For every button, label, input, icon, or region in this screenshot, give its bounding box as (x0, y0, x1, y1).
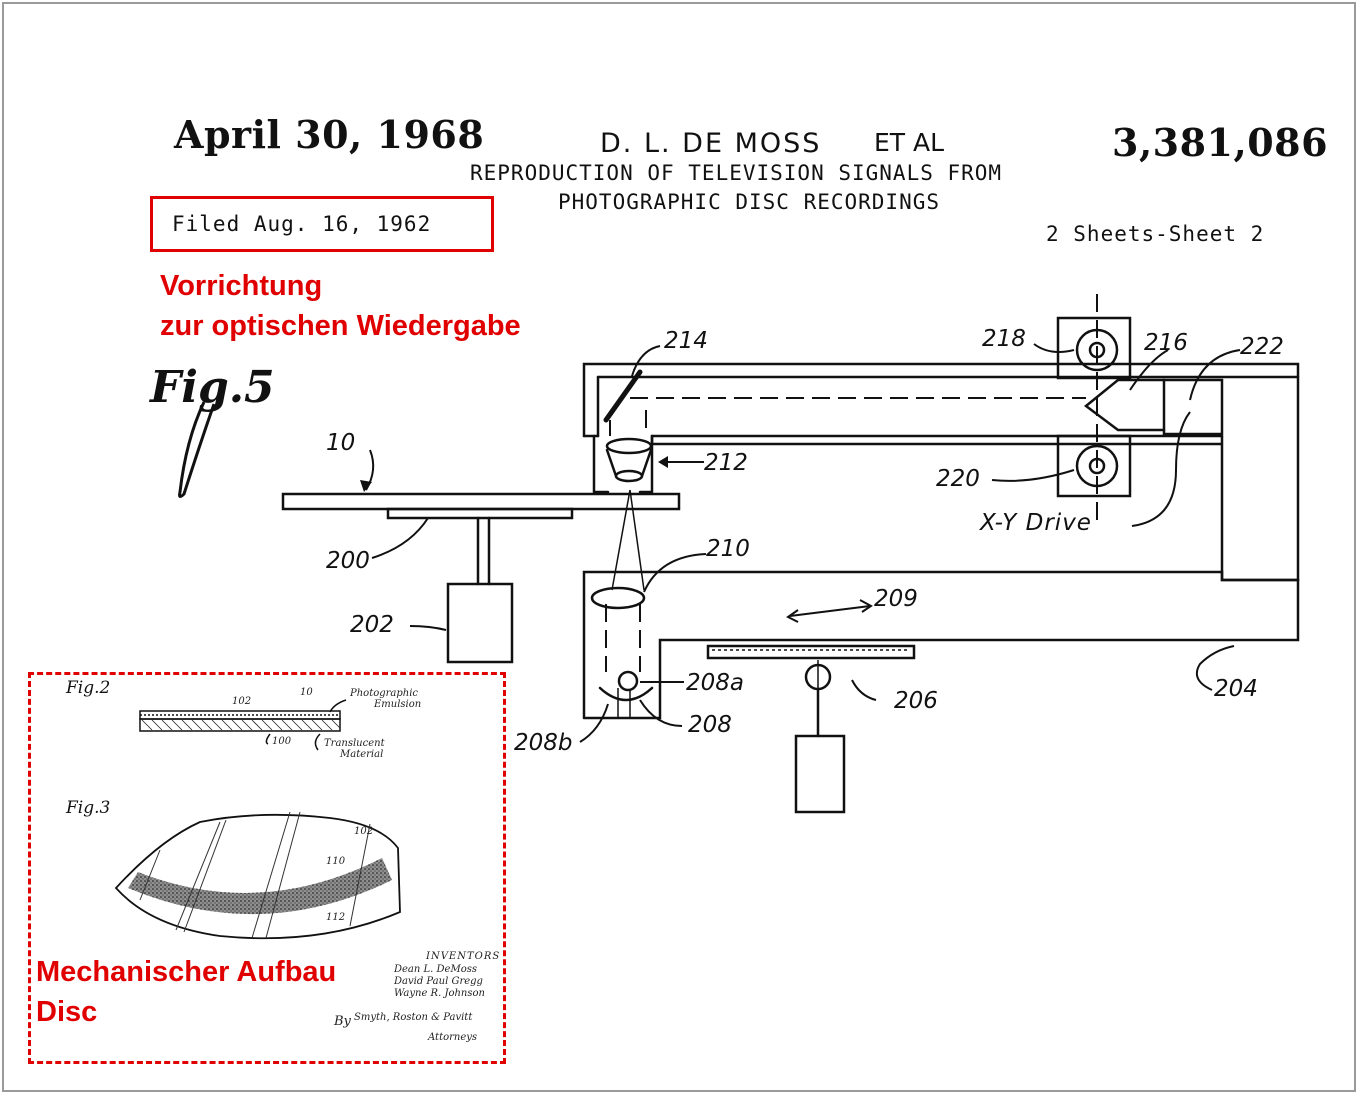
arrow-209 (789, 605, 871, 617)
label-208: 208 (688, 712, 732, 738)
leader-208b (579, 703, 609, 743)
label-10: 10 (326, 430, 356, 456)
leader-xy-drive (1131, 411, 1191, 527)
fig2-label-102: 102 (232, 696, 252, 707)
label-204: 204 (1214, 676, 1258, 702)
fig5-title: Fig.5 (150, 362, 275, 413)
motor-202 (446, 582, 514, 664)
leader-206 (851, 679, 877, 701)
leader-222 (1189, 349, 1241, 401)
fig2-label-100: 100 (272, 736, 292, 747)
optical-label-line-1: Vorrichtung (160, 270, 323, 302)
label-208b: 208b (514, 730, 573, 756)
leader-210 (643, 553, 707, 593)
optical-label-line-2: zur optischen Wiedergabe (160, 310, 521, 342)
label-212: 212 (704, 450, 748, 476)
fig2-emulsion-line-1: Photographic (350, 688, 419, 699)
label-209: 209 (874, 586, 918, 612)
drive-block-220 (1056, 434, 1132, 498)
lens-housing-212 (592, 434, 654, 494)
patent-number: 3,381,086 (1112, 120, 1329, 165)
fig2-label-10: 10 (300, 687, 313, 698)
lens-upper (605, 437, 653, 455)
fig2-title: Fig.2 (66, 678, 111, 698)
fig3-title: Fig.3 (66, 798, 111, 818)
mechanical-label-line-1: Mechanischer Aufbau (36, 956, 337, 988)
label-202: 202 (350, 612, 394, 638)
photocell-208a (617, 670, 639, 692)
filed-date: Filed Aug. 16, 1962 (172, 212, 432, 236)
leader-218 (1033, 343, 1075, 353)
label-210: 210 (706, 536, 750, 562)
sheet-info: 2 Sheets-Sheet 2 (1046, 222, 1265, 246)
fig2-translucent-line-2: Material (340, 749, 384, 760)
leader-202 (409, 625, 447, 631)
light-cone (611, 489, 645, 591)
leader-220 (991, 469, 1075, 482)
attorney-firm: Smyth, Roston & Pavitt (354, 1012, 473, 1023)
inventor-name: D. L. DE MOSS (600, 128, 822, 159)
fig2-drawing (139, 699, 347, 751)
fig3-label-102: 102 (354, 826, 374, 837)
label-220: 220 (936, 466, 980, 492)
inventor-2: David Paul Gregg (394, 976, 483, 987)
attorneys-label: Attorneys (428, 1032, 478, 1043)
light-source-222 (1162, 378, 1224, 436)
carriage-motor (794, 734, 846, 814)
title-line-1: REPRODUCTION OF TELEVISION SIGNALS FROM (470, 161, 1003, 185)
fig3-drawing (114, 811, 401, 940)
photocell-208b (598, 686, 654, 702)
fig2-emulsion-line-2: Emulsion (374, 699, 422, 710)
patent-date: April 30, 1968 (174, 112, 485, 157)
label-208a: 208a (686, 670, 744, 696)
label-206: 206 (894, 688, 938, 714)
inventor-3: Wayne R. Johnson (394, 988, 485, 999)
lower-arm-housing (582, 570, 1300, 720)
fig2-translucent-line-1: Translucent (324, 738, 385, 749)
fig2-hatching (141, 719, 341, 731)
label-216: 216 (1144, 330, 1188, 356)
fig5-title-glyph (178, 401, 216, 499)
label-218: 218 (982, 326, 1026, 352)
drive-block-218 (1056, 316, 1132, 380)
label-214: 214 (664, 328, 708, 354)
leader-208 (639, 699, 683, 727)
title-line-2: PHOTOGRAPHIC DISC RECORDINGS (558, 190, 941, 214)
filed-highlight-box (150, 196, 494, 252)
mechanical-label-line-2: Disc (36, 996, 98, 1028)
rack-206 (706, 644, 916, 660)
mechanical-disc-highlight-box (28, 672, 506, 1064)
stylus-216 (1083, 378, 1166, 432)
mirror-214 (603, 369, 643, 423)
leader-200 (371, 517, 429, 559)
signature-by: By (334, 1014, 351, 1029)
label-222: 222 (1240, 334, 1284, 360)
fig3-label-110: 110 (326, 856, 346, 867)
disc-10 (281, 492, 681, 511)
leader-214 (631, 345, 661, 377)
inventor-1: Dean L. DeMoss (394, 964, 477, 975)
lens-210 (590, 586, 646, 610)
turntable-200 (386, 507, 574, 520)
leader-216 (1129, 349, 1169, 391)
leader-204 (1196, 645, 1235, 691)
label-200: 200 (326, 548, 370, 574)
label-xy-drive: X-Y Drive (980, 510, 1092, 536)
fig3-label-112: 112 (326, 912, 346, 923)
inventors-heading: INVENTORS (426, 951, 501, 962)
et-al: ET AL (874, 128, 945, 157)
